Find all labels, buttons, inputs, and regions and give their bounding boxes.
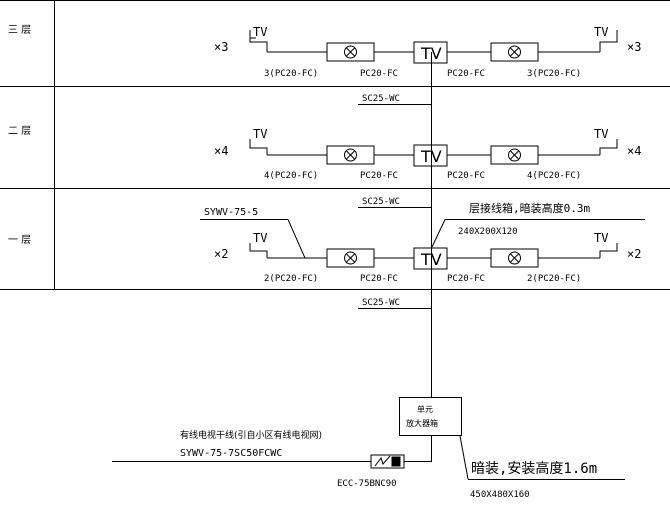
amp-size: 450X480X160 xyxy=(470,490,530,500)
floor-1-tv-box: TV xyxy=(420,250,442,269)
floor-1-left-cable: 2(PC20-FC) xyxy=(264,274,318,284)
floor-2-left-cable: 4(PC20-FC) xyxy=(264,171,318,181)
connector-label: ECC-75BNC90 xyxy=(337,479,397,489)
floor-3-right-outlet: TV xyxy=(594,25,608,39)
floor-1-right-mult: ×2 xyxy=(627,247,641,261)
floor-label-2: 二 层 xyxy=(8,125,31,137)
floor-1-left-outlet: TV xyxy=(253,231,267,245)
amp-label-1: 单元 xyxy=(417,404,433,414)
sywv-leader xyxy=(287,219,306,259)
trunk-title: 有线电视干线(引自小区有线电视网) xyxy=(180,429,322,441)
floor-3-tv-box: TV xyxy=(420,44,442,63)
amp-label-2: 放大器箱 xyxy=(406,418,438,428)
floor-2-left-outlet: TV xyxy=(253,127,267,141)
floor-3-left-mult: ×3 xyxy=(214,40,228,54)
floor-3-mid-left-cable: PC20-FC xyxy=(360,69,398,79)
floor-2-branch xyxy=(249,139,618,167)
junction-note: 层接线箱,暗装高度0.3m xyxy=(469,201,590,215)
bnc-connector-icon xyxy=(370,454,405,469)
amplifier-box xyxy=(399,397,462,436)
floor-1-right-cable: 2(PC20-FC) xyxy=(527,274,581,284)
riser-label-2: SC25-WC xyxy=(362,197,400,207)
floor-1-branch xyxy=(249,243,618,270)
floor-3-branch xyxy=(249,30,618,64)
trunk-cable: SYWV-75-7SC50FCWC xyxy=(180,448,282,459)
floor-3-left-cable: 3(PC20-FC) xyxy=(264,69,318,79)
floor-1-right-outlet: TV xyxy=(594,231,608,245)
floor-3-mid-right-cable: PC20-FC xyxy=(447,69,485,79)
riser-label-1: SC25-WC xyxy=(362,94,400,104)
floor-grid xyxy=(0,0,670,290)
junction-size: 240X200X120 xyxy=(458,227,518,237)
amp-note: 暗装,安装高度1.6m xyxy=(471,460,597,477)
floor-2-left-mult: ×4 xyxy=(214,144,228,158)
floor-2-right-cable: 4(PC20-FC) xyxy=(527,171,581,181)
floor-3-right-cable: 3(PC20-FC) xyxy=(527,69,581,79)
floor-3-right-mult: ×3 xyxy=(627,40,641,54)
floor-3-left-outlet: TV xyxy=(253,25,267,39)
floor-1-mid-left-cable: PC20-FC xyxy=(360,274,398,284)
junction-leader xyxy=(431,219,446,248)
floor-2-mid-left-cable: PC20-FC xyxy=(360,171,398,181)
riser-label-3: SC25-WC xyxy=(362,298,400,308)
floor-label-3: 三 层 xyxy=(8,24,31,36)
floor-1-left-mult: ×2 xyxy=(214,247,228,261)
sywv-label: SYWV-75-5 xyxy=(204,207,258,218)
amp-leader xyxy=(459,435,469,480)
floor-2-mid-right-cable: PC20-FC xyxy=(447,171,485,181)
floor-1-mid-right-cable: PC20-FC xyxy=(447,274,485,284)
floor-2-right-mult: ×4 xyxy=(627,144,641,158)
floor-2-tv-box: TV xyxy=(420,147,442,166)
floor-label-1: 一 层 xyxy=(8,234,31,246)
floor-2-right-outlet: TV xyxy=(594,127,608,141)
